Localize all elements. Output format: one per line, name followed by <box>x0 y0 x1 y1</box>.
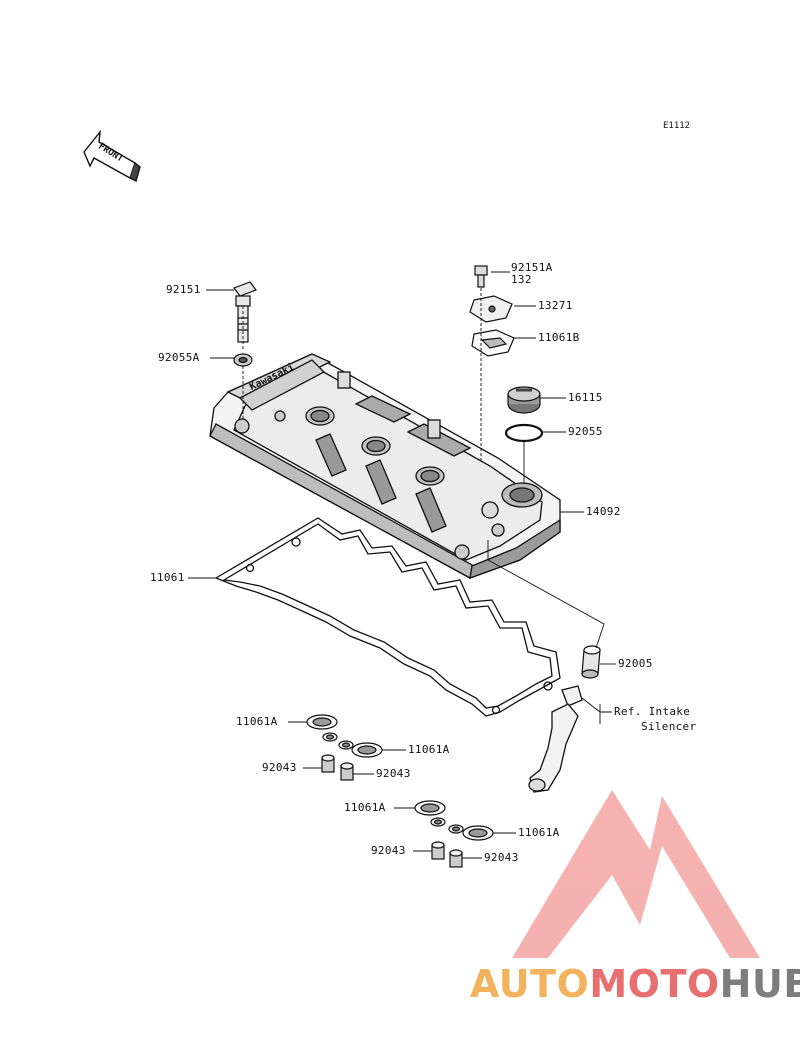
oring-92055 <box>504 423 544 443</box>
callout-ref-intake: Ref. Intake <box>614 705 691 718</box>
callout-11061a-1: 11061A <box>236 715 278 728</box>
gasket-11061b <box>471 329 515 357</box>
callout-16115: 16115 <box>568 391 603 404</box>
callout-132: 132 <box>511 273 532 286</box>
seal-set-upper <box>306 714 383 781</box>
callout-11061a-2: 11061A <box>408 743 450 756</box>
callout-92055: 92055 <box>568 425 603 438</box>
callout-92151: 92151 <box>166 283 201 296</box>
watermark-part-auto: AUTO <box>470 962 590 1006</box>
callout-13271: 13271 <box>538 299 573 312</box>
bolt-92151a <box>474 265 488 288</box>
watermark-logo-icon <box>512 790 760 958</box>
leader-lines <box>188 271 616 859</box>
callout-11061: 11061 <box>150 571 185 584</box>
callout-11061a-4: 11061A <box>518 826 560 839</box>
hose-fitting-92005 <box>581 645 601 679</box>
callout-silencer: Silencer <box>641 720 697 733</box>
callout-11061a-3: 11061A <box>344 801 386 814</box>
cover-gasket-11061 <box>214 517 561 717</box>
callout-11061b: 11061B <box>538 331 580 344</box>
bolt-92151 <box>233 281 257 343</box>
watermark-text: AUTOMOTOHUB <box>470 962 800 1006</box>
plate-13271 <box>469 295 513 323</box>
callout-92151a: 92151A <box>511 261 553 274</box>
callout-92043-4: 92043 <box>484 851 519 864</box>
callout-14092: 14092 <box>586 505 621 518</box>
watermark-part-hub: HUB <box>719 962 800 1006</box>
watermark-part-moto: MOTO <box>589 962 720 1006</box>
washer-92055a <box>233 353 253 367</box>
diagram-code: E1112 <box>663 121 691 131</box>
seal-set-lower <box>414 800 494 868</box>
callout-92043-2: 92043 <box>376 767 411 780</box>
breather-hose <box>528 685 583 793</box>
cap-16115 <box>507 386 541 414</box>
valve-cover-14092 <box>209 353 561 579</box>
callout-92055a: 92055A <box>158 351 200 364</box>
front-arrow-icon <box>83 129 141 183</box>
callout-92005: 92005 <box>618 657 653 670</box>
callout-92043-3: 92043 <box>371 844 406 857</box>
callout-92043-1: 92043 <box>262 761 297 774</box>
